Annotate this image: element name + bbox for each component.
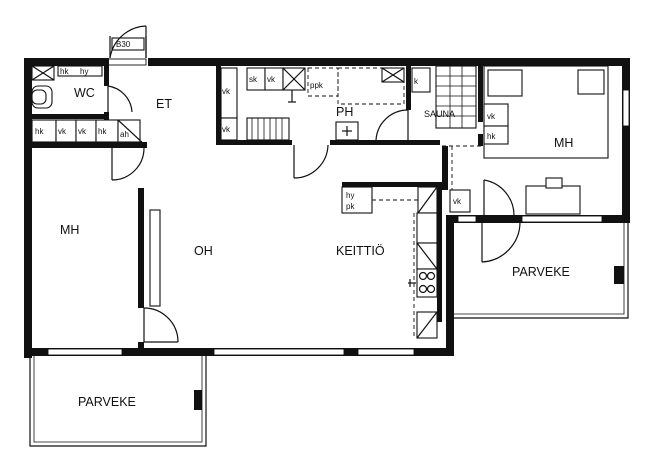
bathroom-door — [293, 144, 329, 179]
room-label-keittio: KEITTIÖ — [336, 244, 385, 258]
living-door — [143, 307, 179, 343]
bedroom-right — [442, 65, 609, 215]
fixture-label: ah — [120, 130, 129, 139]
fixture-label: hk — [60, 67, 69, 76]
interior-walls — [32, 58, 483, 350]
room-label-et: ET — [156, 97, 172, 111]
fixture-label: k — [414, 77, 419, 86]
bathroom-block — [220, 67, 405, 141]
fixture-label: vk — [267, 75, 276, 84]
fixture-label: vk — [487, 112, 496, 121]
fixture-label: hy — [80, 67, 88, 76]
room-label-sauna: SAUNA — [424, 109, 455, 119]
room-label-wc: WC — [74, 86, 95, 100]
fixture-label: hk — [98, 127, 107, 136]
entrance-door — [107, 25, 147, 113]
fixture-label: sk — [249, 75, 258, 84]
room-label-parveke-right: PARVEKE — [512, 265, 570, 279]
room-label-ph: PH — [336, 105, 353, 119]
balcony-right-door — [481, 221, 521, 263]
wc-room — [31, 65, 103, 109]
room-label-parveke-left: PARVEKE — [78, 395, 136, 409]
fixture-label: vk — [222, 125, 231, 134]
fixture-label: vk — [58, 127, 67, 136]
fixture-label: pk — [346, 202, 355, 211]
sauna — [375, 65, 477, 141]
room-label-mh-right: MH — [554, 136, 573, 150]
balcony-left — [29, 356, 207, 447]
fixture-label: hk — [487, 132, 496, 141]
fixture-label: hk — [35, 127, 44, 136]
bedroom-left-door — [111, 147, 145, 181]
room-label-oh: OH — [194, 244, 213, 258]
fixture-label: vk — [78, 127, 87, 136]
room-label-mh-left: MH — [60, 223, 79, 237]
fixture-label: vk — [222, 87, 231, 96]
kitchen — [341, 186, 438, 339]
labels: B30 WC ET PH SAUNA MH MH OH KEITTIÖ PARV… — [35, 40, 573, 409]
windows — [47, 58, 630, 356]
fixture-label: ppk — [310, 81, 324, 90]
fixture-label: hy — [346, 191, 354, 200]
living-wardrobe — [149, 209, 161, 307]
balcony-right — [454, 222, 629, 319]
fixture-label: vk — [453, 197, 462, 206]
door-code: B30 — [116, 40, 131, 49]
hall-closets — [31, 119, 147, 147]
bedroom-right-door — [483, 179, 515, 217]
